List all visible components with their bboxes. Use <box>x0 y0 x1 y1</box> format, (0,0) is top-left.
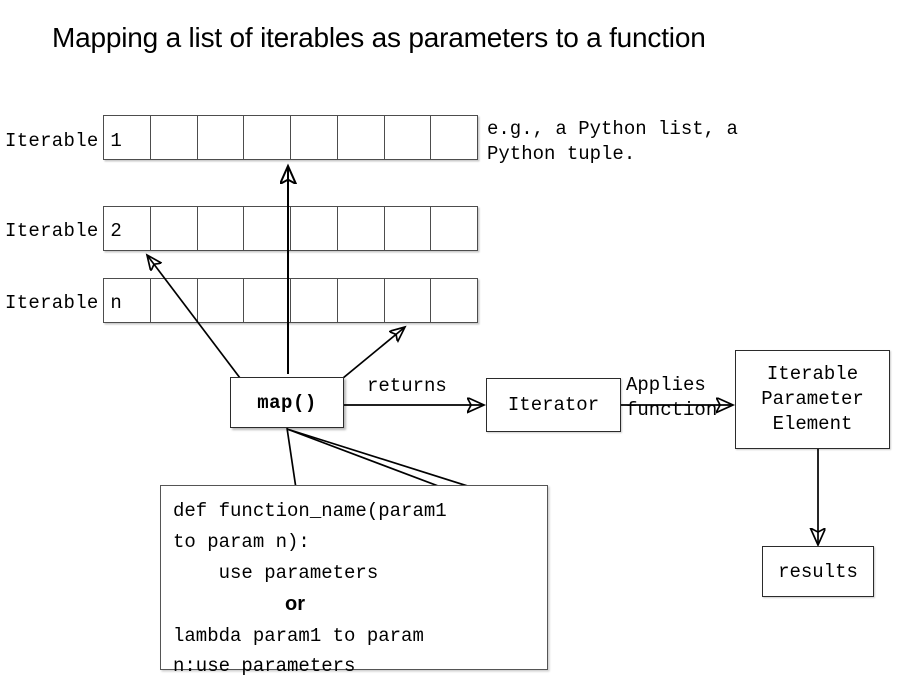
grid-cell <box>198 116 245 159</box>
grid-cell <box>104 207 151 250</box>
results-node[interactable]: results <box>762 546 874 597</box>
grid-cell <box>385 116 432 159</box>
grid-cell <box>244 207 291 250</box>
applies-function-edge-label-line-2: function <box>626 399 718 421</box>
applies-function-edge-label-line-1: Applies <box>626 374 706 396</box>
iterable-parameter-element-node[interactable]: Iterable Parameter Element <box>735 350 890 449</box>
map-node[interactable]: map() <box>230 377 344 428</box>
grid-cell <box>338 116 385 159</box>
grid-cell <box>338 207 385 250</box>
grid-cell <box>198 279 245 322</box>
grid-cell <box>385 279 432 322</box>
iterable-parameter-element-line-2: Parameter <box>761 387 864 410</box>
function-definition-line-6: n:use parameters <box>173 655 356 678</box>
grid-cell <box>338 279 385 322</box>
function-definition-box: def function_name(param1 to param n): us… <box>160 485 548 677</box>
function-definition-line-1: def function_name(param1 <box>173 500 447 522</box>
iterator-node[interactable]: Iterator <box>486 378 621 432</box>
page-title: Mapping a list of iterables as parameter… <box>52 22 706 53</box>
function-definition-line-5: lambda param1 to param <box>173 624 424 647</box>
grid-cell <box>104 116 151 159</box>
iterable-1-label: Iterable 1 <box>5 130 123 152</box>
function-definition-line-3: use parameters <box>173 561 379 584</box>
grid-cell <box>291 116 338 159</box>
returns-edge-label: returns <box>364 375 450 399</box>
iterable-n-grid <box>103 278 478 323</box>
grid-cell <box>385 207 432 250</box>
iterable-parameter-element-line-1: Iterable <box>766 362 859 385</box>
iterable-2-label: Iterable 2 <box>5 220 123 242</box>
grid-cell <box>431 116 478 159</box>
iterable-n-label: Iterable n <box>5 292 123 314</box>
function-definition-line-2: to param n): <box>173 530 310 553</box>
grid-cell <box>291 207 338 250</box>
grid-cell <box>431 279 478 322</box>
grid-cell <box>151 207 198 250</box>
grid-cell <box>151 116 198 159</box>
grid-cell <box>198 207 245 250</box>
grid-cell <box>431 207 478 250</box>
example-note-line-1: e.g., a Python list, a <box>487 118 738 140</box>
iterable-parameter-element-line-3: Element <box>772 413 853 436</box>
example-note-line-2: Python tuple. <box>487 143 636 165</box>
iterable-1-grid <box>103 115 478 160</box>
grid-cell <box>244 116 291 159</box>
grid-cell <box>244 279 291 322</box>
grid-cell <box>291 279 338 322</box>
function-definition-or-separator: or <box>285 593 305 616</box>
grid-cell <box>151 279 198 322</box>
iterable-2-grid <box>103 206 478 251</box>
